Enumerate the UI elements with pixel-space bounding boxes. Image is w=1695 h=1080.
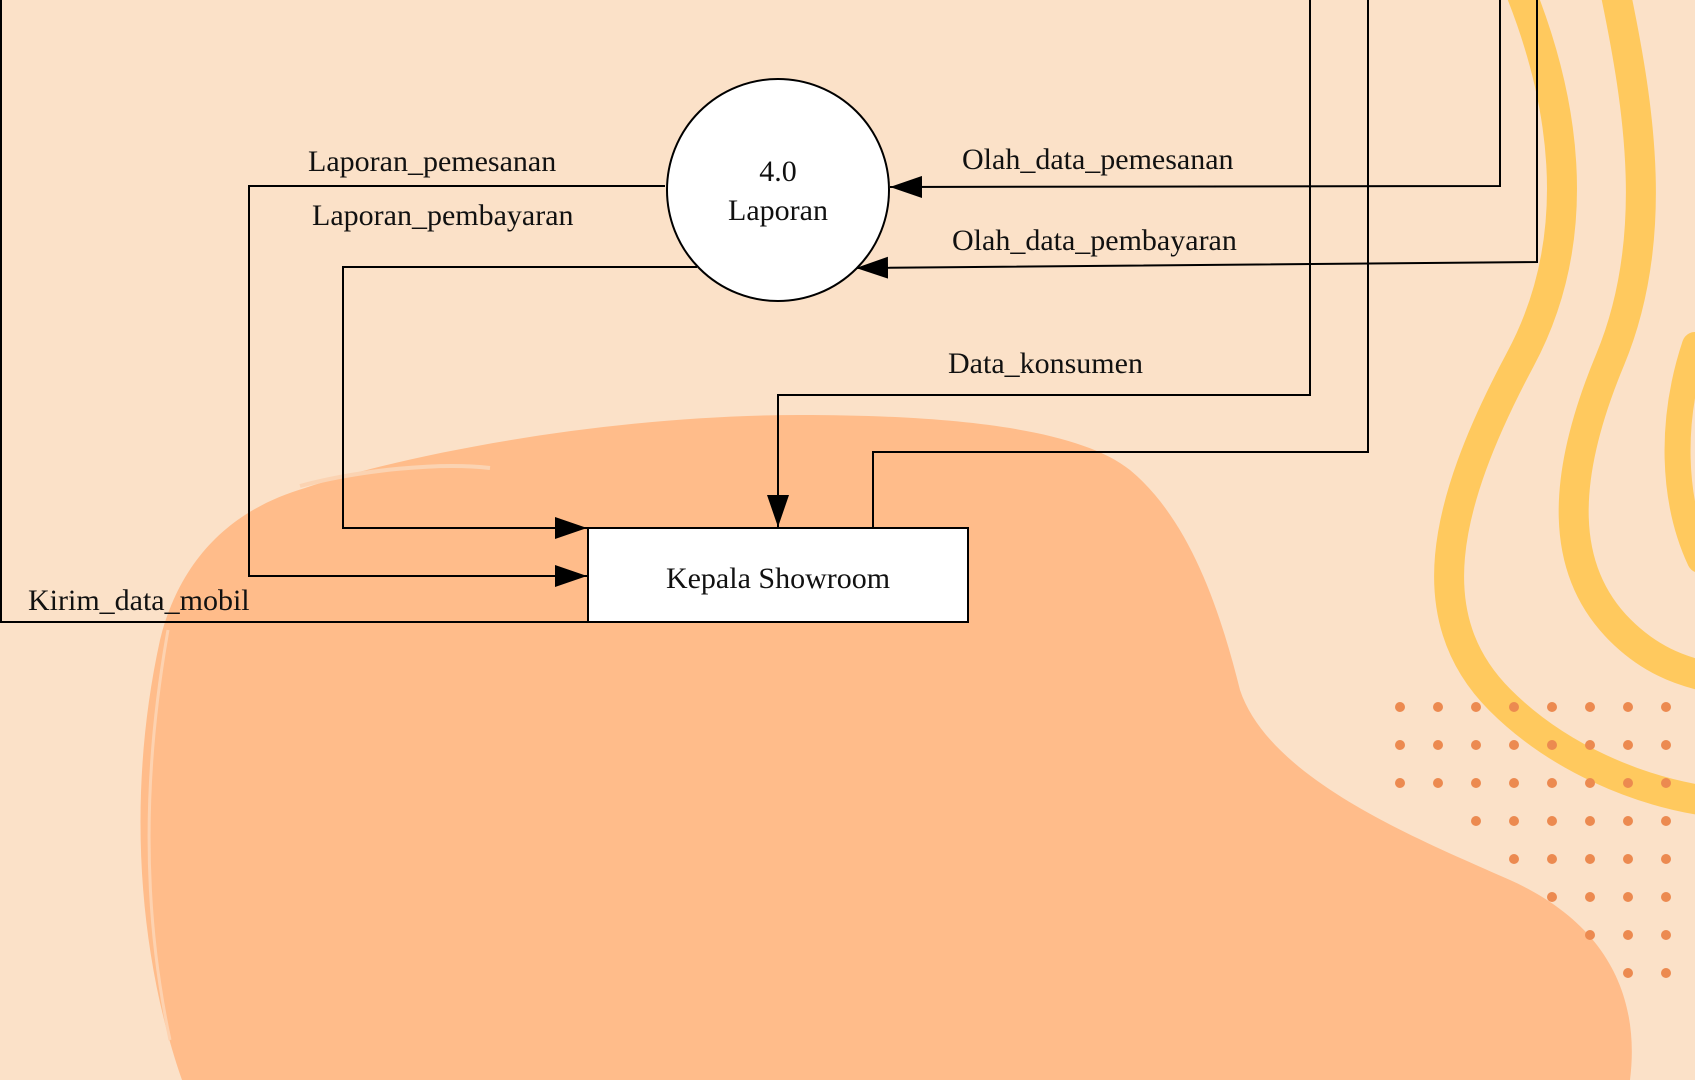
label-laporan-pemesanan: Laporan_pemesanan (308, 145, 556, 178)
decor-dot (1509, 816, 1519, 826)
flow-line-laporan-pemesanan (248, 185, 665, 587)
decor-dot (1433, 778, 1443, 788)
decor-dot (1661, 930, 1671, 940)
decor-dot (1509, 740, 1519, 750)
blob-edge-highlight (147, 629, 172, 1041)
decor-dot (1661, 740, 1671, 750)
decor-dot (1623, 892, 1633, 902)
flow-line-olah-data-pemesanan (889, 0, 1501, 198)
decor-dot (1433, 702, 1443, 712)
entity-box (587, 527, 969, 623)
decor-dot (1623, 968, 1633, 978)
process-number: 4.0 (759, 155, 797, 188)
decor-dot (1547, 816, 1557, 826)
decor-dot (1509, 854, 1519, 864)
process-node[interactable]: 4.0 Laporan (666, 78, 890, 302)
decor-dot (1509, 778, 1519, 788)
process-circle (666, 78, 890, 302)
label-olah-data-pemesanan: Olah_data_pemesanan (962, 143, 1234, 176)
decor-dot (1471, 816, 1481, 826)
flow-line-kirim-data-mobil (0, 0, 588, 623)
background-decoration (140, 0, 1695, 1080)
label-kirim-data-mobil: Kirim_data_mobil (28, 584, 250, 617)
decor-dot (1547, 854, 1557, 864)
flow-line-data-konsumen (767, 0, 1311, 527)
decor-dot (1623, 702, 1633, 712)
decor-dot (1585, 854, 1595, 864)
flow-line-olah-data-pembayaran (855, 0, 1538, 279)
decor-dot (1395, 702, 1405, 712)
decor-dot (1547, 740, 1557, 750)
decor-dot (1661, 702, 1671, 712)
decor-dot (1585, 892, 1595, 902)
decor-dot (1661, 854, 1671, 864)
decor-dot (1623, 816, 1633, 826)
decor-dot (1661, 892, 1671, 902)
flow-line-entity-out (872, 0, 1369, 528)
decor-dot (1661, 968, 1671, 978)
decor-dot (1395, 740, 1405, 750)
decor-dot (1471, 778, 1481, 788)
decor-dot (1547, 702, 1557, 712)
decor-dot (1623, 740, 1633, 750)
decor-dot (1471, 702, 1481, 712)
blob-highlight-stroke (299, 464, 491, 488)
dot-grid-pattern (1395, 702, 1671, 978)
decor-dot (1547, 892, 1557, 902)
label-olah-data-pembayaran: Olah_data_pembayaran (952, 224, 1237, 257)
decor-dot (1585, 740, 1595, 750)
decor-dot (1585, 816, 1595, 826)
flow-line-laporan-pembayaran (342, 266, 697, 539)
process-name: Laporan (728, 194, 828, 227)
external-entity[interactable]: Kepala Showroom (587, 527, 969, 623)
label-data-konsumen: Data_konsumen (948, 347, 1143, 380)
entity-name: Kepala Showroom (666, 562, 890, 595)
decor-dot (1623, 930, 1633, 940)
flow-edges (0, 0, 1538, 623)
decor-dot (1585, 702, 1595, 712)
decor-dot (1471, 740, 1481, 750)
decor-dot (1623, 778, 1633, 788)
yellow-wave-lines (1434, 0, 1695, 815)
decor-dot (1433, 740, 1443, 750)
decor-dot (1585, 778, 1595, 788)
flow-labels: Laporan_pemesanan Laporan_pembayaran Ola… (28, 143, 1237, 617)
decor-dot (1509, 702, 1519, 712)
decor-dot (1623, 854, 1633, 864)
label-laporan-pembayaran: Laporan_pembayaran (312, 199, 574, 232)
decor-dot (1547, 778, 1557, 788)
decor-dot (1585, 930, 1595, 940)
decor-dot (1395, 778, 1405, 788)
orange-blob-shape (140, 415, 1632, 1080)
decor-dot (1661, 816, 1671, 826)
decor-dot (1661, 778, 1671, 788)
